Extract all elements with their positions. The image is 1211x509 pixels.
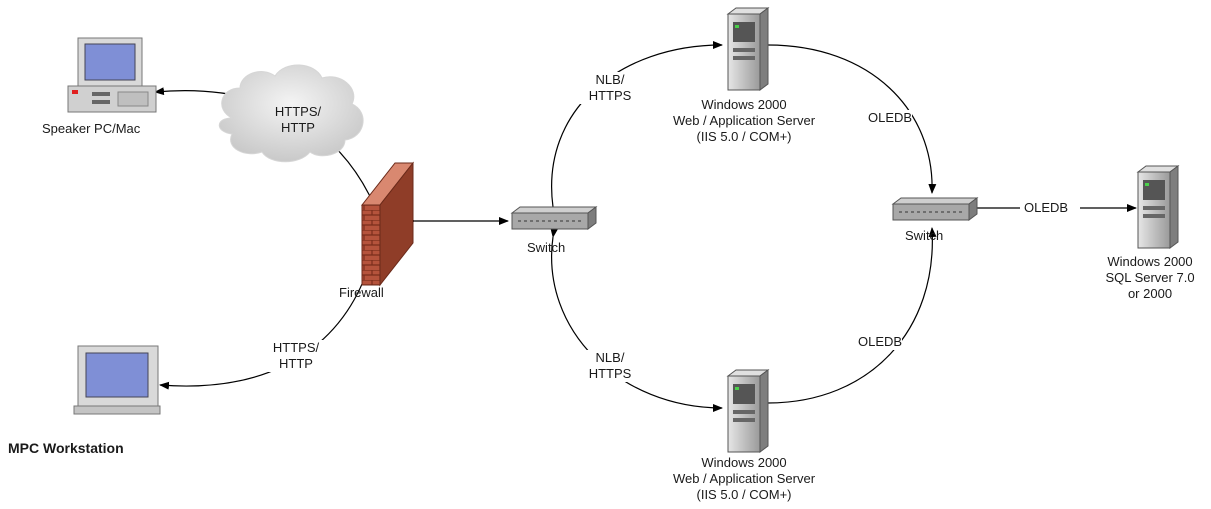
network-switch-icon	[510, 206, 598, 230]
oledb-bottom-label: OLEDB	[858, 334, 903, 350]
switch-left-label: Switch	[527, 240, 566, 255]
mpc-protocol-line2: HTTP	[279, 356, 313, 371]
nlb-top-line2: HTTPS	[588, 88, 632, 103]
cloud-protocol-label: HTTPS/ HTTP	[262, 104, 334, 136]
web-server-top-line2: Web / Application Server	[672, 113, 816, 128]
nlb-top-line1: NLB/	[595, 72, 625, 87]
workstation-monitor-icon	[73, 345, 161, 415]
server-tower-icon	[1136, 165, 1180, 249]
sql-server-line2: SQL Server 7.0	[1105, 270, 1195, 285]
network-switch-icon	[891, 197, 979, 221]
mpc-protocol-line1: HTTPS/	[272, 340, 320, 355]
web-server-bottom-line3: (IIS 5.0 / COM+)	[696, 487, 792, 502]
mpc-workstation-label: MPC Workstation	[8, 440, 124, 456]
server-tower-icon	[726, 369, 770, 453]
web-server-bottom-label: Windows 2000 Web / Application Server (I…	[644, 455, 844, 503]
speaker-pc-label: Speaker PC/Mac	[42, 121, 141, 136]
firewall-label: Firewall	[339, 285, 384, 300]
oledb-top-label: OLEDB	[868, 110, 913, 126]
server-tower-icon	[726, 7, 770, 91]
cloud-protocol-line1: HTTPS/	[274, 104, 322, 119]
firewall-brick-icon	[360, 161, 415, 287]
web-server-top-line3: (IIS 5.0 / COM+)	[696, 129, 792, 144]
nlb-top-label: NLB/ HTTPS	[578, 72, 642, 104]
link-top-server-switch-right	[758, 40, 937, 194]
web-server-top-line1: Windows 2000	[701, 97, 787, 112]
sql-server-line1: Windows 2000	[1107, 254, 1193, 269]
oledb-sql-label: OLEDB	[1024, 200, 1069, 216]
nlb-bottom-line1: NLB/	[595, 350, 625, 365]
desktop-computer-icon	[67, 37, 157, 113]
sql-server-line3: or 2000	[1127, 286, 1173, 301]
link-bottom-server-switch-right	[758, 227, 937, 408]
web-server-bottom-line1: Windows 2000	[701, 455, 787, 470]
switch-right-label: Switch	[905, 228, 944, 243]
web-server-top-label: Windows 2000 Web / Application Server (I…	[644, 97, 844, 145]
sql-server-label: Windows 2000 SQL Server 7.0 or 2000	[1090, 254, 1210, 302]
cloud-protocol-line2: HTTP	[281, 120, 315, 135]
mpc-protocol-label: HTTPS/ HTTP	[260, 340, 332, 372]
link-switch-bottom-server	[550, 227, 723, 412]
internet-cloud-icon	[218, 64, 364, 163]
web-server-bottom-line2: Web / Application Server	[672, 471, 816, 486]
nlb-bottom-label: NLB/ HTTPS	[578, 350, 642, 382]
nlb-bottom-line2: HTTPS	[588, 366, 632, 381]
